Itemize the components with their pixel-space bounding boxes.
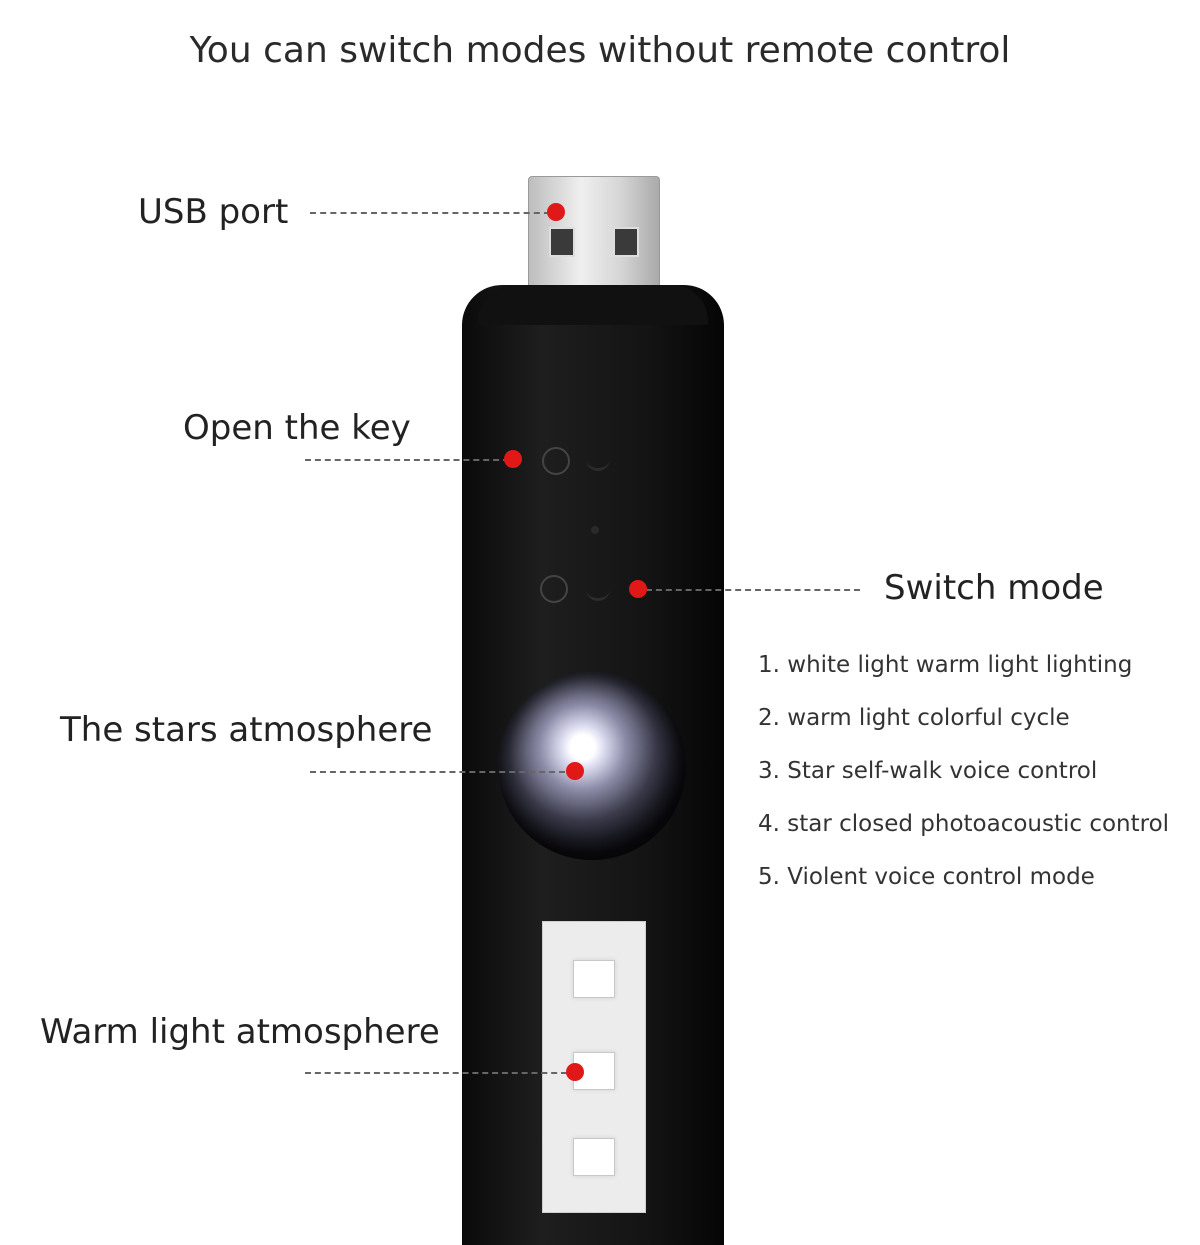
led-1	[573, 960, 615, 998]
switch-mode-label: Switch mode	[884, 568, 1104, 608]
usb-port-leader	[310, 212, 550, 214]
warm-light-label: Warm light atmosphere	[40, 1012, 440, 1052]
stars-atmosphere-label: The stars atmosphere	[60, 710, 433, 750]
stars-atmosphere-leader	[310, 771, 565, 773]
open-key-label: Open the key	[183, 408, 411, 448]
open-key-pointer	[504, 450, 522, 468]
mode-item-5: 5. Violent voice control mode	[758, 864, 1095, 890]
mode-item-3: 3. Star self-walk voice control	[758, 758, 1098, 784]
microphone-hole	[591, 526, 599, 534]
mode-icon	[540, 575, 568, 603]
switch-mode-pointer	[629, 580, 647, 598]
usb-connector	[528, 176, 660, 290]
star-projector-ball	[498, 672, 686, 860]
open-key-leader	[305, 459, 509, 461]
usb-port-label: USB port	[138, 192, 289, 232]
warm-light-pointer	[566, 1063, 584, 1081]
mode-item-1: 1. white light warm light lighting	[758, 652, 1133, 678]
usb-port-pointer	[547, 203, 565, 221]
switch-mode-leader	[646, 589, 860, 591]
warm-light-strip	[542, 921, 646, 1213]
led-3	[573, 1138, 615, 1176]
mode-item-4: 4. star closed photoacoustic control	[758, 811, 1170, 837]
warm-light-leader	[305, 1072, 567, 1074]
usb-contact-right	[613, 227, 639, 257]
power-button[interactable]	[586, 454, 610, 471]
usb-contact-left	[549, 227, 575, 257]
stars-atmosphere-pointer	[566, 762, 584, 780]
diagram-title: You can switch modes without remote cont…	[189, 30, 1011, 71]
mode-item-2: 2. warm light colorful cycle	[758, 705, 1070, 731]
power-icon	[542, 447, 570, 475]
device-neck	[478, 285, 708, 325]
mode-button[interactable]	[586, 584, 610, 601]
